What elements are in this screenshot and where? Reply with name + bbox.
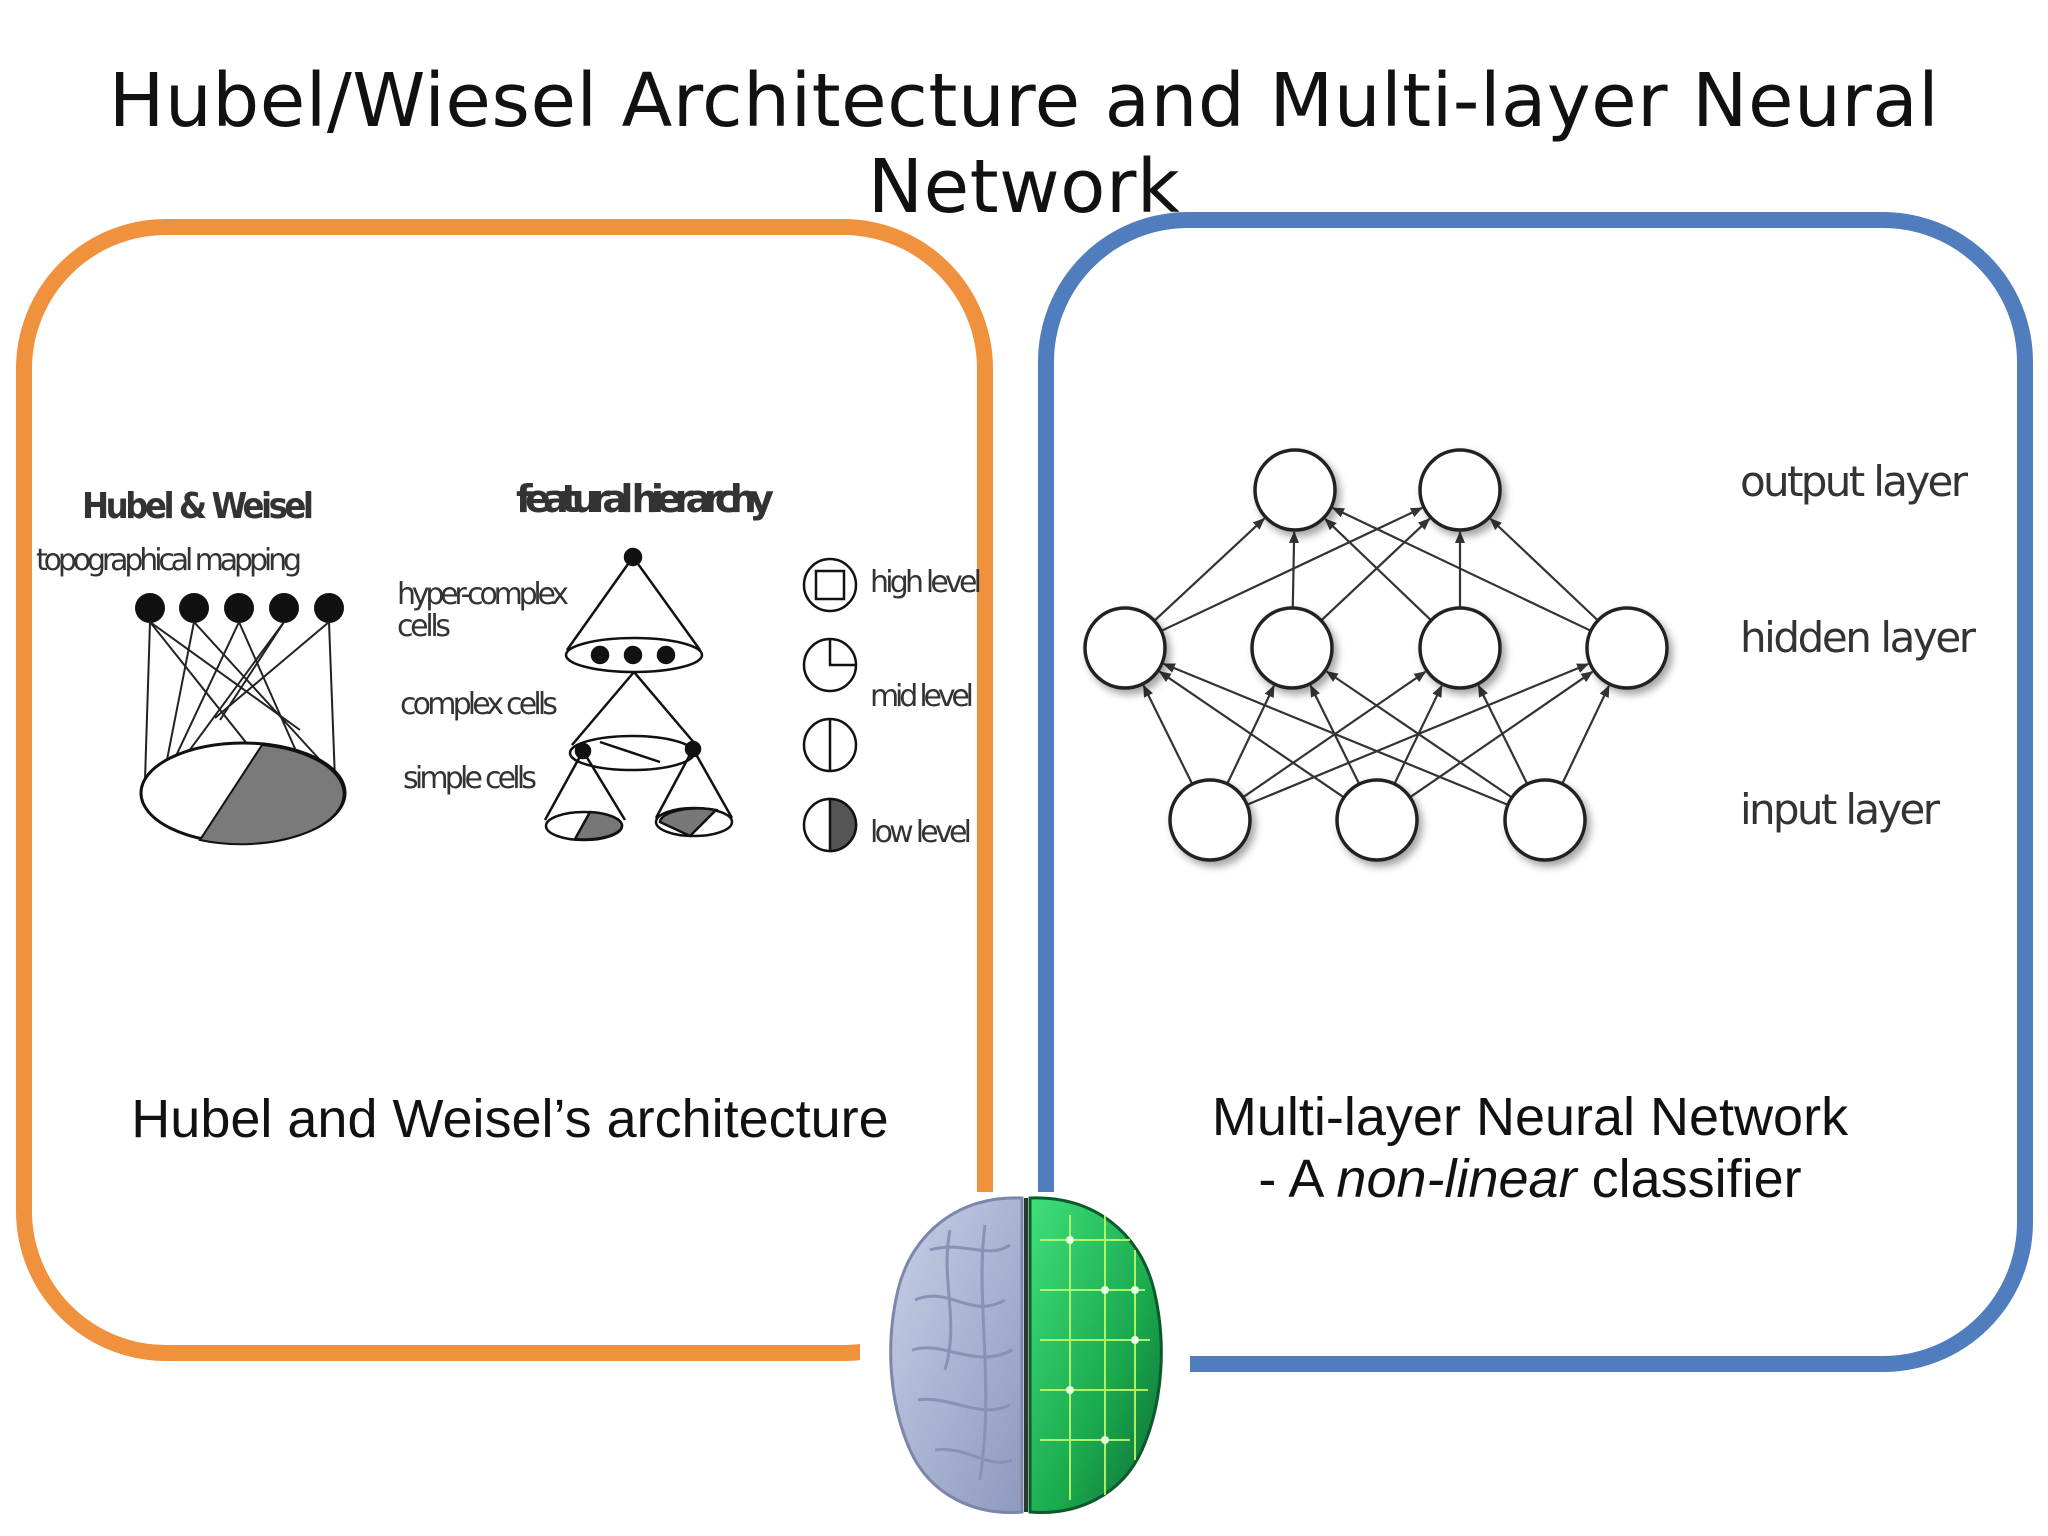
input-layer-label: input layer: [1740, 785, 1941, 834]
cells-label: cells: [397, 609, 451, 644]
network-edge: [1142, 684, 1194, 785]
output-layer-label: output layer: [1740, 457, 1969, 506]
hubel-wiesel-caption: Hubel and Weisel’s architecture: [131, 1089, 889, 1149]
network-edge: [1477, 684, 1529, 785]
neural-network-panel: [1038, 212, 2033, 1372]
output-neuron: [1418, 448, 1502, 532]
network-edge: [1325, 670, 1513, 799]
hubel-wiesel-panel: [16, 219, 993, 1361]
hidden-neuron: [1585, 606, 1669, 690]
network-edge: [1332, 507, 1592, 632]
network-edge: [1324, 518, 1432, 622]
input-neuron: [1503, 778, 1587, 862]
topographic-connections: [144, 621, 336, 791]
simple-cells-label: simple cells: [403, 761, 537, 796]
non-linear-emphasis: non-linear: [1336, 1149, 1577, 1209]
network-edge: [1160, 506, 1423, 632]
featural-hierarchy-heading: featural hierarchy: [516, 477, 774, 521]
input-neuron: [1168, 778, 1252, 862]
hidden-neuron: [1418, 606, 1502, 690]
network-edge: [1162, 662, 1509, 806]
slide-title: Hubel/Wiesel Architecture and Multi-laye…: [108, 58, 1940, 230]
caption-line-1: Multi-layer Neural Network: [1211, 1087, 1849, 1147]
hidden-neuron: [1250, 606, 1334, 690]
complex-cells-label: complex cells: [400, 687, 558, 722]
network-edge: [1561, 685, 1610, 785]
hierarchy-cones: [543, 547, 734, 842]
hubel-weisel-heading: Hubel & Weisel: [82, 486, 314, 527]
network-edge: [1153, 517, 1265, 622]
hyper-complex-label: hyper-complex: [397, 577, 569, 612]
receptive-field-ellipse: [139, 741, 347, 846]
output-neuron: [1253, 448, 1337, 532]
network-edge: [1158, 670, 1345, 799]
low-level-label: low level: [870, 815, 972, 850]
level-icons: [802, 557, 858, 853]
caption-line-2: - A non-linear classifier: [1258, 1149, 1802, 1209]
hidden-layer-label: hidden layer: [1740, 613, 1977, 662]
network-edge: [1489, 518, 1599, 622]
network-neurons: [1083, 448, 1669, 862]
high-level-label: high level: [870, 565, 982, 600]
network-edge: [1320, 517, 1431, 622]
network-connections: [1142, 506, 1610, 806]
neural-network-caption: Multi-layer Neural Network - A non-linea…: [1100, 1086, 1960, 1210]
network-edge: [1288, 530, 1299, 609]
mid-level-label: mid level: [870, 679, 974, 714]
input-neuron: [1335, 778, 1419, 862]
topographical-mapping-label: topographical mapping: [36, 543, 302, 578]
topographic-cells: [135, 593, 344, 623]
hidden-neuron: [1083, 606, 1167, 690]
